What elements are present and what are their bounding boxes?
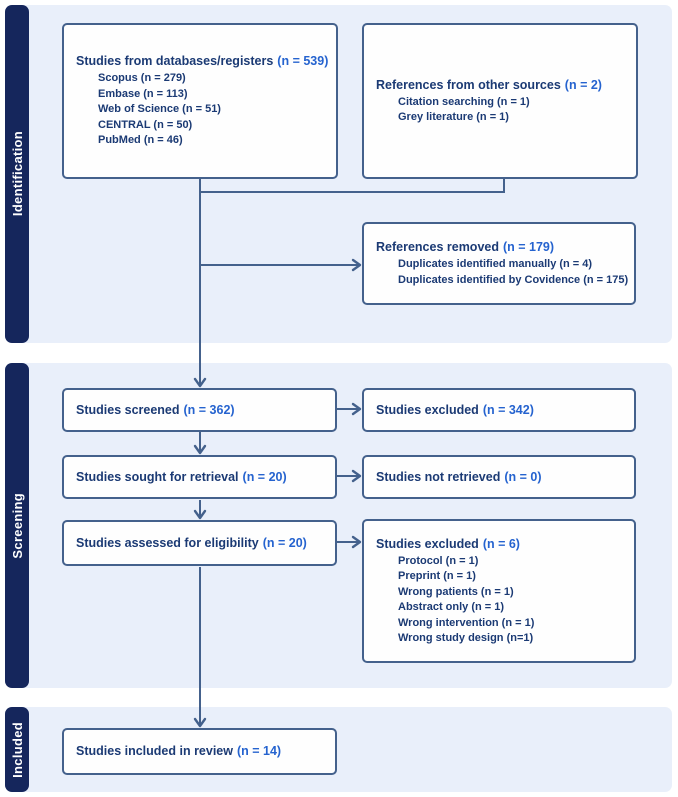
box-included-title: Studies included in review(n = 14) <box>76 743 327 760</box>
box-references-removed-count: (n = 179) <box>502 240 555 254</box>
list-item: Duplicates identified manually (n = 4) <box>398 258 593 270</box>
list-item: Protocol (n = 1) <box>398 554 479 567</box>
box-not-retrieved-title-text: Studies not retrieved <box>376 469 501 484</box>
box-excluded-screening-title-text: Studies excluded <box>376 402 479 417</box>
box-not-retrieved-count: (n = 0) <box>504 469 542 484</box>
box-databases-title: Studies from databases/registers(n = 539… <box>76 53 328 70</box>
box-databases-count: (n = 539) <box>277 54 329 69</box>
box-other-sources-items: Citation searching (n = 1) Grey literatu… <box>376 95 628 126</box>
box-screened-title: Studies screened(n = 362) <box>76 402 327 419</box>
box-references-removed-title-text: References removed <box>376 240 499 254</box>
list-item: Wrong intervention (n = 1) <box>398 616 535 629</box>
box-screened-title-text: Studies screened <box>76 402 180 417</box>
identification-label: Identification <box>9 131 25 217</box>
box-excluded-screening-title: Studies excluded(n = 342) <box>376 402 626 419</box>
box-references-removed-title: References removed(n = 179) <box>376 239 626 256</box>
list-item: CENTRAL (n = 50) <box>98 118 193 131</box>
box-references-removed-items: Duplicates identified manually (n = 4) D… <box>376 257 629 288</box>
box-included-title-text: Studies included in review <box>76 744 233 758</box>
box-eligibility-title: Studies assessed for eligibility(n = 20) <box>76 535 327 552</box>
list-item: Scopus (n = 279) <box>98 72 186 85</box>
sidebar-tab-identification: Identification <box>5 5 29 343</box>
box-excluded-eligibility: Studies excluded(n = 6) Protocol (n = 1)… <box>362 519 636 663</box>
box-eligibility: Studies assessed for eligibility(n = 20) <box>62 520 337 566</box>
screening-label: Screening <box>9 492 25 559</box>
list-item: Embase (n = 113) <box>98 87 188 100</box>
box-other-sources-title: References from other sources(n = 2) <box>376 77 628 94</box>
list-item: Duplicates identified by Covidence (n = … <box>398 273 629 286</box>
box-excluded-screening-count: (n = 342) <box>482 402 534 417</box>
box-included: Studies included in review(n = 14) <box>62 728 337 775</box>
list-item: Citation searching (n = 1) <box>398 95 530 108</box>
sidebar-tab-included: Included <box>5 707 29 792</box>
box-databases-items: Scopus (n = 279) Embase (n = 113) Web of… <box>76 71 328 149</box>
box-screened-count: (n = 362) <box>183 402 235 417</box>
box-references-removed: References removed(n = 179) Duplicates i… <box>362 222 636 305</box>
list-item: Grey literature (n = 1) <box>398 111 509 123</box>
box-sought: Studies sought for retrieval(n = 20) <box>62 455 337 499</box>
box-databases: Studies from databases/registers(n = 539… <box>62 23 338 179</box>
box-excluded-eligibility-count: (n = 6) <box>482 536 520 551</box>
list-item: Wrong study design (n=1) <box>398 632 534 644</box>
box-excluded-screening: Studies excluded(n = 342) <box>362 388 636 432</box>
box-eligibility-title-text: Studies assessed for eligibility <box>76 535 259 550</box>
sidebar-tab-screening: Screening <box>5 363 29 688</box>
box-not-retrieved: Studies not retrieved(n = 0) <box>362 455 636 499</box>
box-sought-title: Studies sought for retrieval(n = 20) <box>76 469 327 486</box>
box-excluded-eligibility-items: Protocol (n = 1) Preprint (n = 1) Wrong … <box>376 554 626 647</box>
box-databases-title-text: Studies from databases/registers <box>76 54 274 69</box>
box-other-sources: References from other sources(n = 2) Cit… <box>362 23 638 179</box>
box-other-sources-title-text: References from other sources <box>376 77 561 92</box>
box-excluded-eligibility-title: Studies excluded(n = 6) <box>376 536 626 553</box>
list-item: Abstract only (n = 1) <box>398 601 505 613</box>
list-item: PubMed (n = 46) <box>98 134 183 147</box>
box-included-count: (n = 14) <box>236 744 282 758</box>
box-not-retrieved-title: Studies not retrieved(n = 0) <box>376 469 626 486</box>
list-item: Preprint (n = 1) <box>398 570 476 582</box>
box-sought-count: (n = 20) <box>242 469 287 484</box>
box-sought-title-text: Studies sought for retrieval <box>76 469 239 484</box>
box-other-sources-count: (n = 2) <box>564 77 602 92</box>
box-eligibility-count: (n = 20) <box>262 535 307 550</box>
box-screened: Studies screened(n = 362) <box>62 388 337 432</box>
list-item: Web of Science (n = 51) <box>98 103 221 116</box>
included-label: Included <box>9 721 25 778</box>
list-item: Wrong patients (n = 1) <box>398 585 514 598</box>
box-excluded-eligibility-title-text: Studies excluded <box>376 536 479 551</box>
